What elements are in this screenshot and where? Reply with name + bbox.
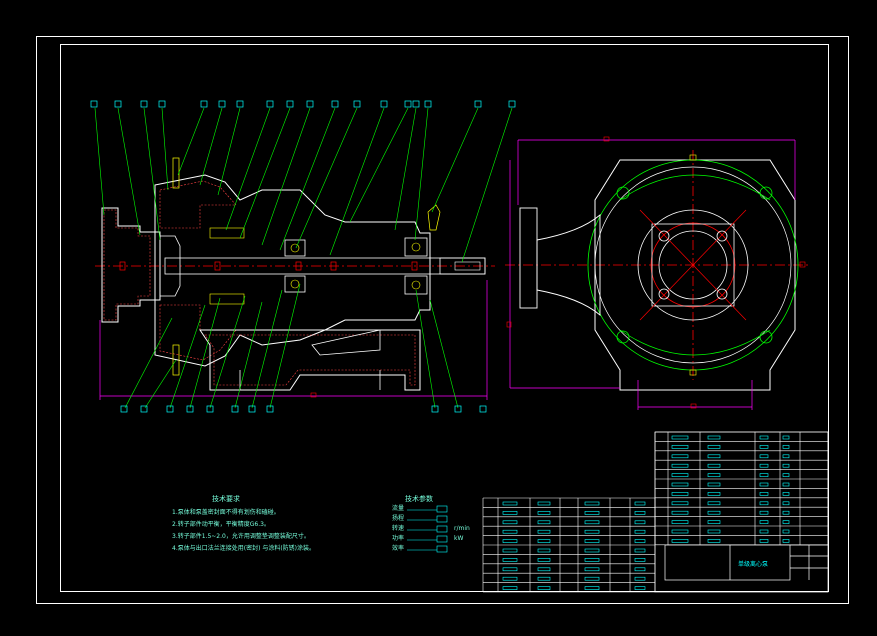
tech-parameter-label: 转速 <box>392 525 405 532</box>
section-view <box>90 100 516 413</box>
tech-parameters-title: 技术参数 <box>405 495 433 503</box>
top-leaders <box>94 107 513 263</box>
inner-border <box>60 44 829 592</box>
top-balloons <box>90 100 516 108</box>
parts-list <box>482 431 829 593</box>
drawing-name: 单级离心泵 <box>738 561 769 568</box>
tech-requirement-item: 2.转子部件动平衡，平衡精度G6.3。 <box>172 521 270 528</box>
bottom-balloons <box>120 405 487 413</box>
tech-parameter-label: 功率 <box>392 535 405 542</box>
tech-parameter-row: 流量 <box>392 504 404 514</box>
outer-border <box>36 36 849 604</box>
tech-parameter-unit: kW <box>454 535 464 542</box>
tech-requirement-item: 3.转子部件1.5~2.0，允许用调整垫调整装配尺寸。 <box>172 533 310 540</box>
tech-parameter-label: 流量 <box>392 505 405 512</box>
tech-parameters-list: 流量扬程转速 r/min 功率 kW 效率 <box>392 504 470 554</box>
tech-parameter-label: 效率 <box>392 545 405 552</box>
tech-parameter-row: 转速 r/min <box>392 524 470 534</box>
tech-parameter-unit: r/min <box>454 525 470 532</box>
tech-requirement-item: 1.泵体和泵盖密封面不得有划伤和磕碰。 <box>172 509 280 516</box>
tech-parameter-row: 功率 kW <box>392 534 463 544</box>
tech-requirements-title: 技术要求 <box>212 495 240 503</box>
title-block <box>654 431 829 593</box>
tech-requirement-item: 4.泵体与出口法兰连接处用(密封) 与涂料(防锈)涂装。 <box>172 545 315 552</box>
tech-parameter-row: 效率 <box>392 544 404 554</box>
tech-parameter-row: 扬程 <box>392 514 404 524</box>
parameter-boxes <box>407 505 448 553</box>
tech-parameter-label: 扬程 <box>392 515 405 522</box>
side-view <box>505 136 808 410</box>
bottom-leaders <box>124 283 459 409</box>
tech-requirements-list: 1.泵体和泵盖密封面不得有划伤和磕碰。 2.转子部件动平衡，平衡精度G6.3。 3.… <box>172 508 315 556</box>
